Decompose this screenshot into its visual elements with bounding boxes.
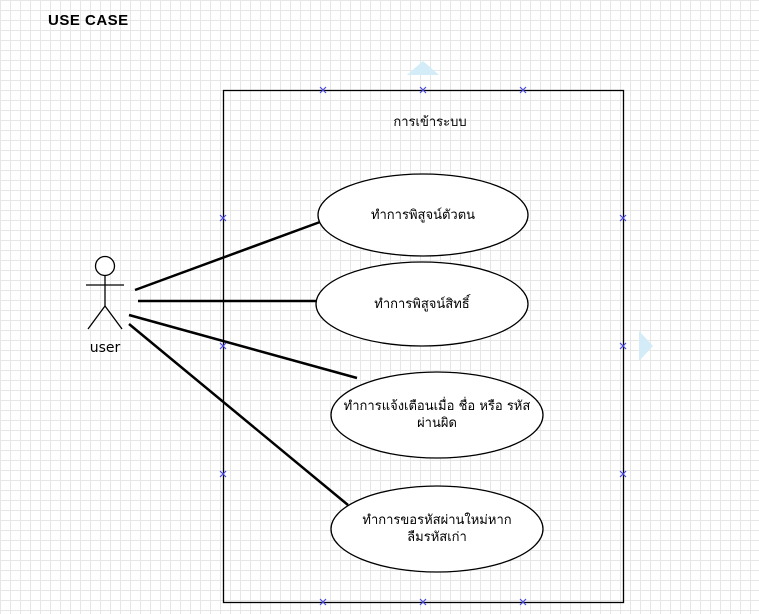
- handle-top-right: [519, 86, 527, 94]
- handle-right-1: [619, 214, 627, 222]
- handle-top-left: [319, 86, 327, 94]
- connect-arrow-up-icon[interactable]: [407, 61, 439, 75]
- system-label: การเข้าระบบ: [393, 115, 467, 130]
- use-case-1-text: ทำการพิสูจน์ตัวตน: [370, 207, 476, 223]
- use-case-1[interactable]: [317, 173, 529, 257]
- handle-bottom-left: [319, 598, 327, 606]
- handle-bottom-right: [519, 598, 527, 606]
- use-case-4[interactable]: [330, 485, 544, 573]
- handle-left-2: [219, 342, 227, 350]
- selection-handles[interactable]: [219, 86, 627, 606]
- use-case-3[interactable]: [330, 371, 544, 459]
- handle-top-mid: [419, 86, 427, 94]
- actor-label: user: [89, 340, 121, 356]
- use-case-4-text: ทำการขอรหัสผ่านใหม่หากลืมรหัสเก่า: [362, 513, 512, 545]
- handle-right-2: [619, 342, 627, 350]
- handle-bottom-mid: [419, 598, 427, 606]
- use-case-2-text: ทำการพิสูจน์สิทธิ์: [374, 296, 470, 312]
- use-case-3-text: ทำการแจ้งเตือนเมื่อ ชื่อ หรือ รหัสผ่านผิ…: [343, 399, 531, 431]
- use-case-2-label: ทำการพิสูจน์สิทธิ์: [316, 262, 528, 346]
- association-line-4[interactable]: [128, 323, 349, 506]
- use-case-3-label: ทำการแจ้งเตือนเมื่อ ชื่อ หรือ รหัสผ่านผิ…: [331, 372, 543, 458]
- connect-arrow-right-icon[interactable]: [639, 331, 653, 361]
- use-case-1-label: ทำการพิสูจน์ตัวตน: [318, 174, 528, 256]
- actor-figure[interactable]: [86, 255, 124, 330]
- handle-right-3: [619, 470, 627, 478]
- handle-left-1: [219, 214, 227, 222]
- association-line-3[interactable]: [128, 313, 358, 380]
- handle-left-3: [219, 470, 227, 478]
- page-title: USE CASE: [48, 12, 129, 29]
- use-case-4-label: ทำการขอรหัสผ่านใหม่หากลืมรหัสเก่า: [331, 486, 543, 572]
- use-case-2[interactable]: [315, 261, 529, 347]
- association-line-1[interactable]: [134, 220, 321, 292]
